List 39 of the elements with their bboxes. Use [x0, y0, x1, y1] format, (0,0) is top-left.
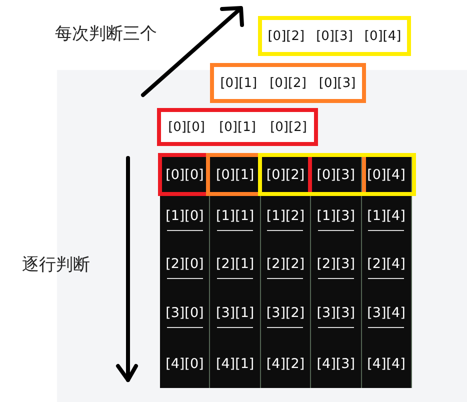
cell-text: [2][2] — [266, 256, 305, 272]
cell-text: [1][1] — [216, 208, 254, 224]
cell-text: [4][2] — [266, 356, 305, 372]
highlight-frame — [210, 63, 366, 103]
cell-text: [4][4] — [367, 356, 406, 372]
index-text: [0][2] — [270, 120, 307, 134]
cell-text: [3][4] — [367, 304, 406, 320]
index-text: [0][2] — [270, 76, 306, 90]
cell-text: [4][3] — [316, 356, 355, 372]
cell-text: [2][1] — [216, 256, 254, 272]
index-text: [0][1] — [219, 120, 256, 134]
cell-text: [2][0] — [166, 256, 204, 272]
highlight-frame — [157, 108, 318, 146]
cell-text: [3][1] — [216, 304, 254, 320]
cell-text: [2][4] — [367, 256, 406, 272]
cell-text: [1][3] — [316, 208, 355, 224]
cell-text: [1][0] — [166, 208, 204, 224]
cell-text: [3][2] — [266, 304, 305, 320]
index-text: [0][0] — [168, 120, 205, 134]
cell-text: [3][0] — [166, 304, 204, 320]
cell-text: [1][2] — [266, 208, 305, 224]
cell-text: [0][3] — [316, 167, 355, 183]
cell-text: [0][0] — [166, 167, 204, 183]
cell-text: [1][4] — [367, 208, 406, 224]
index-text: [0][3] — [316, 28, 353, 44]
index-text: [0][3] — [318, 76, 356, 90]
cell-text: [3][3] — [316, 304, 355, 320]
index-text: [0][4] — [364, 28, 402, 44]
caption-text: 每次判断三个 — [55, 23, 157, 45]
highlight-frame — [258, 16, 411, 56]
caption-text: 逐行判断 — [22, 254, 90, 276]
cell-text: [0][2] — [266, 167, 305, 183]
cell-text: [2][3] — [316, 256, 355, 272]
cell-text: [4][0] — [166, 356, 204, 372]
index-text: [0][1] — [220, 76, 258, 90]
cell-text: [4][1] — [216, 356, 254, 372]
cell-text: [0][1] — [216, 167, 254, 183]
index-text: [0][2] — [268, 28, 305, 44]
cell-text: [0][4] — [367, 167, 406, 183]
